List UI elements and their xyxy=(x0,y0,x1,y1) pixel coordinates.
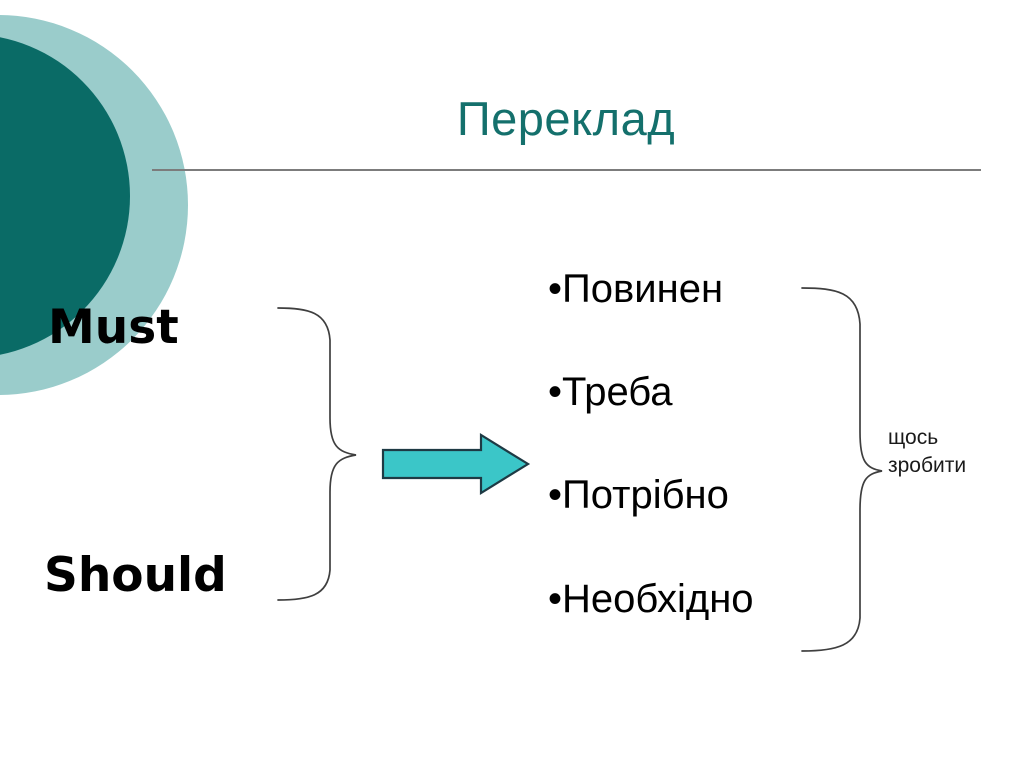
bullet-icon: • xyxy=(548,370,563,415)
bullet-icon: • xyxy=(548,473,563,518)
source-term-should: Should xyxy=(44,548,227,603)
left-brace-icon xyxy=(277,307,357,601)
list-item-label: Повинен xyxy=(562,267,724,311)
bullet-icon: • xyxy=(548,576,563,621)
bullet-icon: • xyxy=(548,267,563,311)
list-item: •Повинен xyxy=(548,267,806,311)
annotation-line: зробити xyxy=(888,453,967,477)
page-title: Переклад xyxy=(456,92,676,145)
translations-list: •Повинен •Треба •Потрібно •Необхідно xyxy=(548,267,806,621)
right-brace-icon xyxy=(801,287,883,652)
annotation-line: щось xyxy=(888,426,939,449)
list-item-label: Потрібно xyxy=(562,473,729,518)
list-item: •Потрібно xyxy=(548,474,806,517)
list-item-label: Необхідно xyxy=(562,576,754,621)
right-arrow-icon xyxy=(381,432,531,500)
list-item: •Треба xyxy=(548,371,806,414)
list-item-label: Треба xyxy=(562,370,673,415)
annotation-text: щось зробити xyxy=(888,424,1016,479)
title-divider xyxy=(152,169,981,171)
source-term-must: Must xyxy=(48,300,179,355)
list-item: •Необхідно xyxy=(548,576,806,621)
